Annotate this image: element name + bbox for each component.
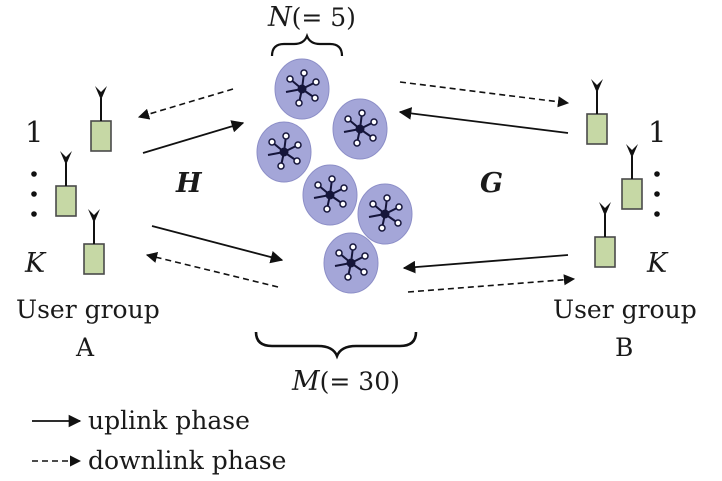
group-a-label: User group bbox=[16, 295, 160, 324]
m-symbol: M bbox=[291, 366, 321, 397]
ellipsis-dot bbox=[654, 211, 660, 217]
m-value: (= 30) bbox=[320, 367, 400, 396]
n-cluster-annotation: N(= 5) bbox=[267, 2, 356, 57]
ellipsis-dot bbox=[654, 171, 660, 177]
antenna-cluster-icon bbox=[323, 232, 379, 294]
group-b-last-index: K bbox=[646, 248, 669, 279]
user-terminal-icon bbox=[594, 201, 616, 268]
group-a-last-index: K bbox=[24, 248, 47, 279]
channel-h-label: H bbox=[175, 168, 203, 199]
downlink-arrow bbox=[407, 274, 576, 293]
group-a-first-index: 1 bbox=[25, 115, 43, 149]
legend-uplink-label: uplink phase bbox=[88, 406, 250, 435]
ellipsis-dot bbox=[31, 211, 37, 217]
uplink-arrow bbox=[402, 254, 569, 274]
uplink-arrow bbox=[142, 120, 245, 154]
channel-g-label: G bbox=[480, 168, 503, 199]
user-terminal-icon bbox=[621, 143, 643, 210]
n-symbol: N bbox=[267, 2, 293, 33]
cluster-group bbox=[256, 58, 413, 294]
ellipsis-dot bbox=[31, 171, 37, 177]
user-group-a: 1 K User group A bbox=[16, 85, 160, 362]
group-b-label: User group bbox=[553, 295, 697, 324]
legend-item-uplink: uplink phase bbox=[32, 406, 250, 435]
legend-item-downlink: downlink phase bbox=[32, 446, 286, 475]
downlink-arrow bbox=[399, 81, 570, 108]
group-a-letter: A bbox=[75, 333, 95, 362]
downlink-arrow bbox=[145, 251, 279, 288]
antenna-cluster-icon bbox=[332, 98, 388, 160]
user-group-b: 1 K User group B bbox=[553, 78, 697, 362]
uplink-arrow bbox=[398, 107, 569, 134]
legend: uplink phase downlink phase bbox=[32, 406, 286, 475]
antenna-cluster-icon bbox=[274, 58, 330, 120]
n-value: (= 5) bbox=[292, 3, 356, 32]
antenna-cluster-icon bbox=[357, 183, 413, 245]
user-terminal-icon bbox=[55, 150, 77, 217]
user-terminal-icon bbox=[90, 85, 112, 152]
n-label: N(= 5) bbox=[267, 2, 356, 33]
downlink-arrow bbox=[137, 88, 234, 120]
ellipsis-dot bbox=[654, 191, 660, 197]
left-links bbox=[137, 88, 284, 288]
antenna-cluster-icon bbox=[256, 121, 312, 183]
user-terminal-icon bbox=[586, 78, 608, 145]
uplink-arrow bbox=[151, 225, 284, 264]
m-label: M(= 30) bbox=[291, 366, 400, 397]
ellipsis-dot bbox=[31, 191, 37, 197]
legend-downlink-label: downlink phase bbox=[88, 446, 286, 475]
group-b-first-index: 1 bbox=[648, 115, 666, 149]
m-total-annotation: M(= 30) bbox=[254, 331, 418, 397]
m-brace bbox=[254, 331, 418, 360]
n-brace bbox=[270, 32, 344, 57]
antenna-cluster-icon bbox=[302, 164, 358, 226]
user-terminal-icon bbox=[83, 208, 105, 275]
group-b-letter: B bbox=[615, 333, 633, 362]
right-links bbox=[398, 81, 576, 293]
